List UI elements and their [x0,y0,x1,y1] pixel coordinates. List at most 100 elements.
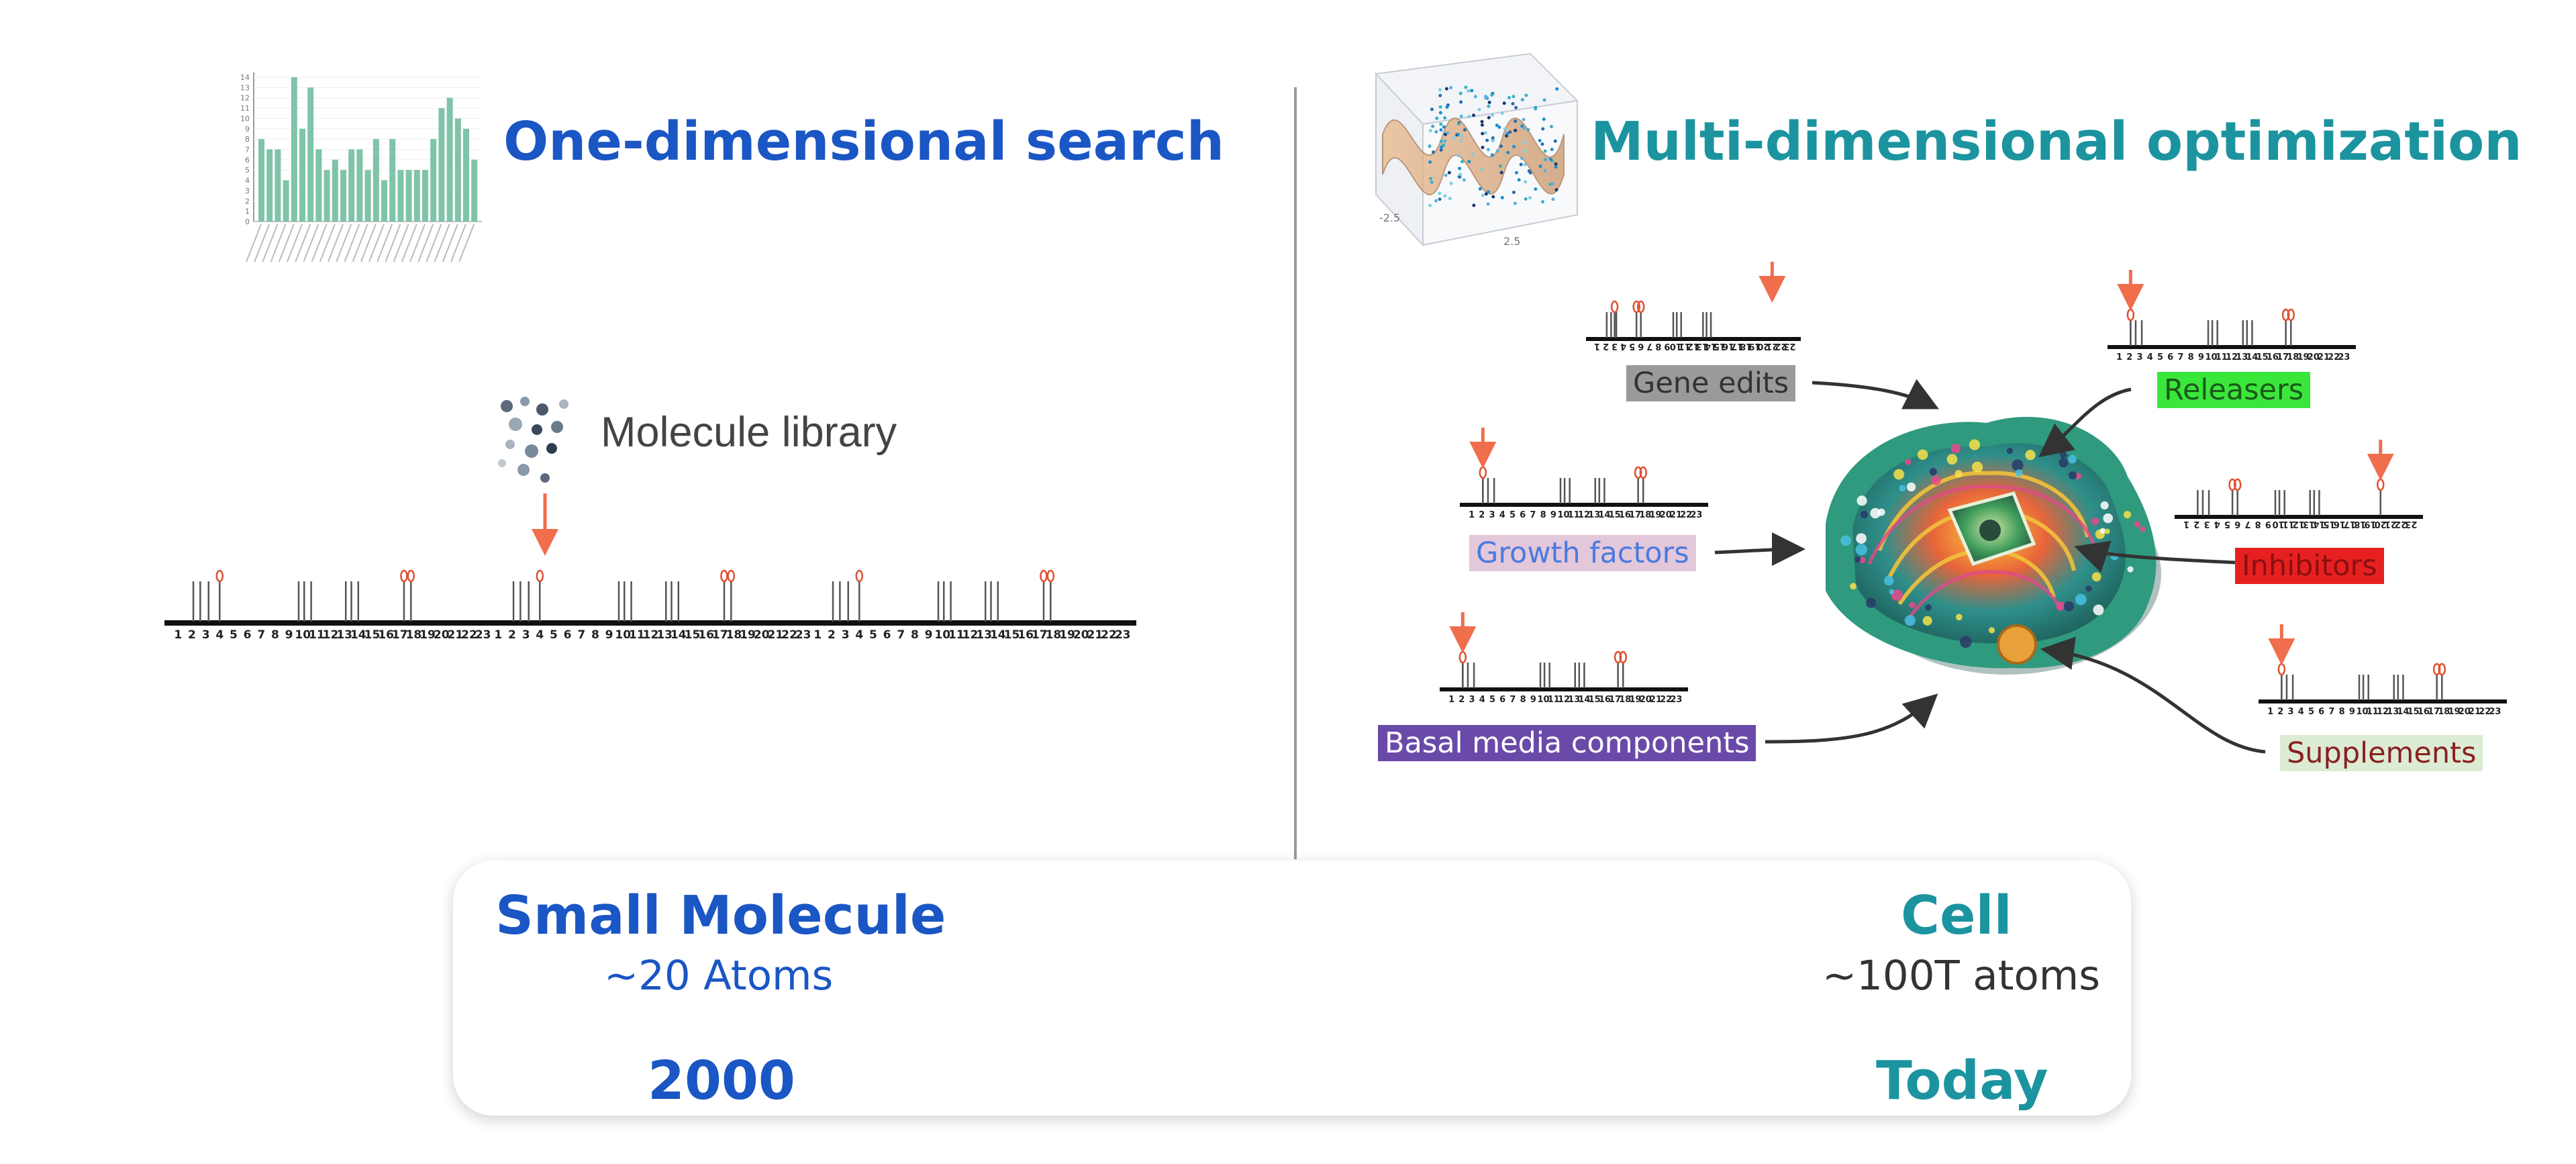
ruler-number: 16 [698,628,714,642]
ruler-number: 2 [2193,519,2199,529]
thumb-tick-label: 14 [240,73,250,82]
ruler-number: 12 [1558,695,1570,705]
thumb-bar [324,170,330,222]
ruler-number: 14 [990,628,1006,642]
thumb-bar [332,159,338,222]
ruler-number: 3 [842,628,850,642]
ruler-number: 17 [392,628,408,642]
ruler-number: 3 [522,628,530,642]
thumb-bar [438,108,445,222]
ruler-number: 6 [1520,510,1526,520]
tag-gene-edits: Gene edits [1626,365,1796,401]
3d-surface-plot-thumbnail: -2.5 2.5 [1374,52,1579,248]
thumb-tick-label: 6 [245,156,250,164]
thumb-bar [454,118,461,222]
cell-illustration [1826,417,2161,675]
ruler-number: 18 [406,628,422,642]
ruler-number: 16 [1599,695,1611,705]
ruler-marker [1636,300,1645,313]
ruler-number: 10 [2206,352,2218,362]
ruler-number: 14 [1705,341,1717,351]
ruler-number: 16 [1619,510,1631,520]
section-divider [1294,87,1297,859]
ruler-number: 21 [1766,341,1778,351]
ruler-number: 14 [671,628,687,642]
ruler-number: 5 [230,628,238,642]
timeline-end-title: Cell [1901,885,2012,947]
ruler-marker [720,569,728,583]
ruler-number: 16 [1722,341,1734,351]
ruler-number: 14 [1578,695,1590,705]
ruler-number: 12 [1578,510,1590,520]
ruler-number: 11 [1568,510,1580,520]
ruler-number: 8 [2188,352,2194,362]
ruler-number: 22 [1660,695,1672,705]
ruler-number: 7 [577,628,585,642]
thumb-tick-label: 2 [245,197,250,205]
ruler-number: 13 [1696,341,1708,351]
ruler-number: 5 [1489,695,1495,705]
ruler-number: 20 [2459,707,2471,717]
ruler-number: 6 [2167,352,2173,362]
ruler-number: 7 [2244,519,2250,529]
ruler-number: 3 [2137,352,2143,362]
ruler-number: 2 [828,628,836,642]
ruler-number: 18 [726,628,742,642]
ruler-marker [2376,478,2385,491]
ruler-number: 18 [1619,695,1631,705]
ruler-number: 1 [813,628,822,642]
ruler-number: 19 [2448,707,2460,717]
ruler-number: 17 [2344,519,2356,529]
thumb-tick-label: 3 [245,187,250,195]
thumb-bar [471,159,478,222]
ruler-number: 17 [1032,628,1048,642]
ruler-number: 22 [1101,628,1117,642]
thumb-bar [381,180,387,222]
ruler-number: 13 [2303,519,2315,529]
ruler-number: 12 [2226,352,2238,362]
thumb-bar [266,149,273,222]
ruler-number: 19 [419,628,436,642]
timeline-start-year: 2000 [648,1050,795,1112]
ruler-number: 13 [1568,695,1580,705]
ruler-number: 11 [948,628,964,642]
thumb-bar [340,170,346,222]
ruler-number: 13 [976,628,992,642]
ruler-number: 12 [643,628,659,642]
ruler-number: 19 [2364,519,2376,529]
ruler-number: 21 [448,628,464,642]
thumb-bar [413,170,420,222]
ruler-number: 20 [2308,352,2320,362]
tag-basal-media-components: Basal media components [1378,725,1756,761]
ruler-number: 4 [1620,341,1626,351]
ruler-number: 9 [2349,707,2355,717]
ruler-number: 21 [768,628,784,642]
ruler-number: 6 [564,628,572,642]
ruler-number: 18 [2354,519,2366,529]
ruler-number: 17 [2277,352,2289,362]
ruler-number: 9 [1550,510,1556,520]
ruler-number: 6 [244,628,252,642]
ruler-number: 6 [2318,707,2324,717]
ruler-number: 13 [2236,352,2248,362]
connector-arrows [1714,379,2266,754]
ruler-number: 15 [1589,695,1601,705]
ruler-number: 3 [1489,510,1495,520]
tag-growth-factors: Growth factors [1469,535,1696,571]
left-section-title: One-dimensional search [503,111,1224,173]
ruler-number: 5 [550,628,558,642]
thumb-bar [463,128,469,222]
ruler-number: 19 [2297,352,2309,362]
ruler-number: 1 [2183,519,2189,529]
ruler-number: 10 [1538,695,1550,705]
ruler-number: 20 [1640,695,1652,705]
ruler-number: 4 [2147,352,2153,362]
ruler-number: 3 [2288,707,2294,717]
ruler-number: 16 [2267,352,2279,362]
ruler-number: 7 [2177,352,2183,362]
ruler-number: 5 [2157,352,2163,362]
thumb-tick-label: 13 [240,83,250,92]
thumb-bar [315,149,322,222]
tag-supplements: Supplements [2280,735,2483,771]
